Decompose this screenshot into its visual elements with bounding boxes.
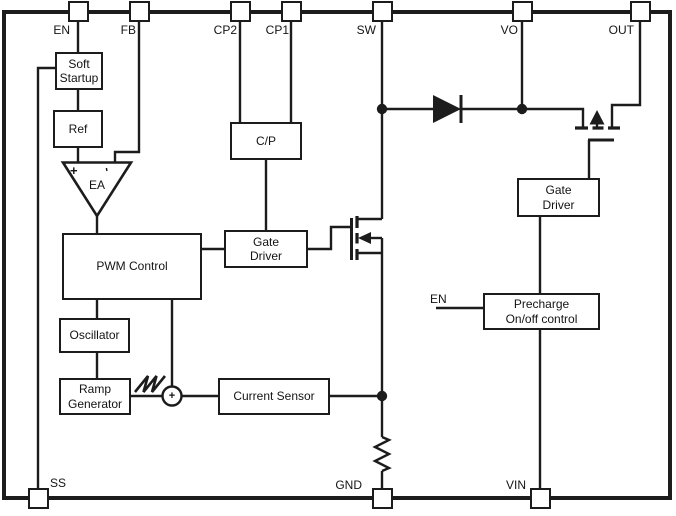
- wire-vo-to-outfet: [522, 107, 585, 127]
- pin-pad-en: [67, 1, 89, 22]
- pin-label-gnd: GND: [335, 478, 362, 492]
- wire-gatedriver-to-gate: [308, 225, 351, 251]
- block-gate-driver-main: Gate Driver: [224, 230, 308, 268]
- diode: [433, 95, 463, 123]
- pin-pad-cp2: [229, 1, 251, 22]
- sense-resistor: [372, 435, 392, 473]
- error-amplifier-triangle: [60, 161, 134, 219]
- block-label: Oscillator: [69, 328, 120, 343]
- pin-label-fb: FB: [120, 23, 136, 37]
- junction-dot: [376, 390, 388, 402]
- summing-node: [161, 385, 183, 407]
- pin-pad-vin: [529, 488, 551, 509]
- block-label: Ref: [68, 121, 88, 136]
- pin-pad-gnd: [371, 488, 393, 509]
- pin-pad-out: [629, 1, 651, 22]
- pin-label-out: OUT: [608, 23, 634, 37]
- sawtooth-icon: [133, 375, 167, 393]
- block-label: C/P: [255, 133, 276, 148]
- ea-plus-input: +: [70, 163, 78, 178]
- pin-pad-fb: [128, 1, 150, 22]
- pin-label-ss: SS: [50, 476, 67, 490]
- chip-outline: [2, 10, 672, 500]
- pin-pad-cp1: [280, 1, 302, 22]
- output-mosfet: [575, 110, 620, 142]
- block-ref: Ref: [53, 110, 103, 148]
- pin-pad-vo: [511, 1, 533, 22]
- block-label: PWM Control: [96, 259, 168, 274]
- block-label: Generator: [67, 396, 123, 411]
- block-gate-driver-output: Gate Driver: [517, 178, 600, 217]
- block-charge-pump: C/P: [230, 122, 302, 160]
- ea-label: EA: [89, 178, 106, 192]
- ea-minus-input: -: [100, 163, 114, 176]
- pin-label-cp1: CP1: [265, 23, 289, 37]
- pin-label-cp2: CP2: [213, 23, 237, 37]
- pin-pad-ss: [27, 488, 49, 509]
- wire-fb-to-ea-minus: [113, 22, 141, 164]
- block-precharge-control: Precharge On/off control: [483, 293, 600, 330]
- precharge-enable-label: EN: [430, 292, 447, 306]
- block-label: On/off control: [505, 311, 578, 326]
- block-label: Driver: [250, 249, 282, 263]
- block-label: Driver: [542, 197, 575, 212]
- block-pwm-control: PWM Control: [62, 233, 202, 300]
- pin-label-vo: VO: [500, 23, 518, 37]
- pin-label-en: EN: [53, 23, 70, 37]
- junction-dot: [376, 103, 388, 115]
- block-soft-startup: Soft Startup: [55, 52, 103, 90]
- block-label: Gate: [545, 183, 572, 197]
- block-current-sensor: Current Sensor: [218, 378, 330, 415]
- block-label: Current Sensor: [233, 389, 315, 404]
- block-oscillator: Oscillator: [59, 318, 130, 353]
- main-switch-mosfet: [350, 216, 382, 260]
- block-label: Soft: [68, 56, 90, 71]
- wire-outfet-to-out: [610, 22, 642, 128]
- pin-pad-sw: [371, 1, 393, 22]
- block-label: Ramp: [78, 382, 111, 396]
- junction-dot: [516, 103, 528, 115]
- block-ramp-generator: Ramp Generator: [59, 378, 131, 415]
- block-label: Precharge: [513, 297, 570, 311]
- block-label: Gate: [252, 234, 279, 249]
- pin-label-sw: SW: [356, 23, 376, 37]
- block-label: Startup: [59, 71, 99, 85]
- wire-softstartup-to-ss: [36, 66, 55, 488]
- summing-plus: +: [168, 390, 176, 402]
- pin-label-vin: VIN: [505, 478, 526, 492]
